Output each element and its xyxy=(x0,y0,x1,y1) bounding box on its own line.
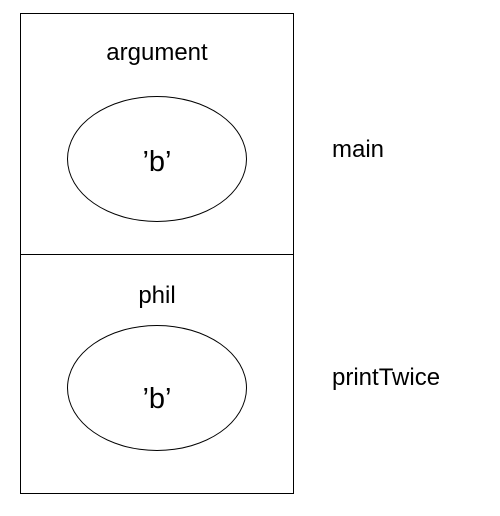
variable-value: ’b’ xyxy=(142,383,172,415)
frame-label-main: main xyxy=(332,136,385,163)
variable-value-oval xyxy=(67,325,247,451)
stack-frame-main: argument ’b’ xyxy=(20,13,294,255)
variable-value: ’b’ xyxy=(142,146,172,178)
frame-label-printtwice: printTwice xyxy=(332,364,441,391)
variable-name: argument xyxy=(106,39,208,66)
stack-frame-printtwice: phil ’b’ xyxy=(20,254,294,494)
variable-name: phil xyxy=(138,282,176,309)
variable-value-oval xyxy=(67,96,247,222)
